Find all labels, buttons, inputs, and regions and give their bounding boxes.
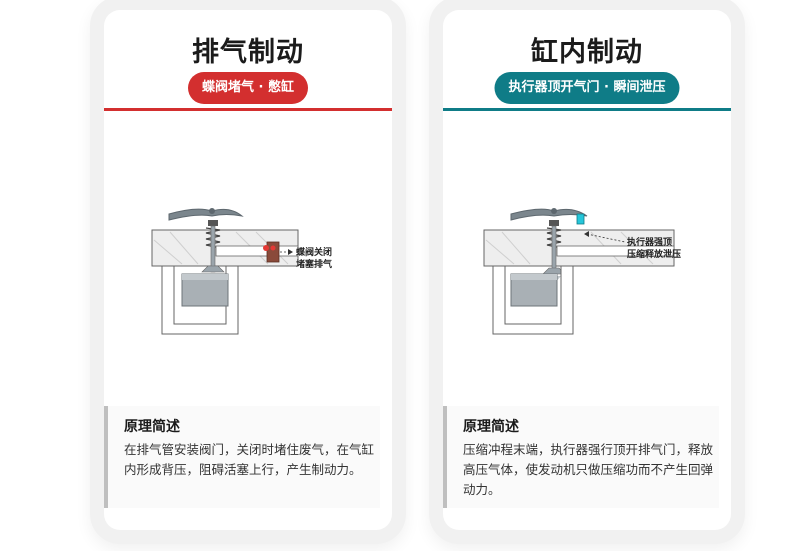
exhaust-brake-diagram: 蝶阀关闭 堵塞排气: [151, 208, 332, 335]
callout-line-2: 堵塞排气: [296, 258, 332, 270]
cylinder-block: [161, 265, 239, 335]
card-title: 排气制动: [192, 37, 304, 68]
butterfly-valve: [263, 241, 280, 263]
principle-note: 原理简述 压缩冲程末端，执行器强行顶开排气门，释放高压气体，使发动机只做压缩功而…: [443, 406, 719, 508]
divider: [104, 108, 392, 111]
exhaust-valve: [201, 225, 225, 273]
in-cylinder-brake-diagram: 执行器强顶 压缩释放泄压: [483, 208, 681, 335]
rocker-arm: [510, 208, 588, 221]
cylinder-block: [492, 265, 574, 335]
in-cylinder-brake-card: 缸内制动 执行器顶开气门 · 瞬间泄压: [443, 10, 731, 530]
callout-line-1: 执行器强顶: [627, 236, 672, 248]
actuator-label-callout: 执行器强顶 压缩释放泄压: [584, 231, 681, 260]
note-title: 原理简述: [124, 419, 180, 435]
callout-line-1: 蝶阀关闭: [296, 246, 332, 258]
callout-line-2: 压缩释放泄压: [627, 248, 681, 260]
tag-pill: 执行器顶开气门 · 瞬间泄压: [494, 72, 680, 104]
note-body: 压缩冲程末端，执行器强行顶开排气门，释放高压气体，使发动机只做压缩功而不产生回弹…: [463, 442, 714, 497]
note-title: 原理简述: [463, 419, 519, 435]
principle-note: 原理简述 在排气管安装阀门，关闭时堵住废气，在气缸内形成背压，阻碍活塞上行，产生…: [104, 406, 380, 508]
exhaust-port: [215, 245, 299, 257]
note-body: 在排气管安装阀门，关闭时堵住废气，在气缸内形成背压，阻碍活塞上行，产生制动力。: [124, 442, 375, 477]
divider: [443, 108, 731, 111]
actuator: [576, 213, 585, 225]
card-title: 缸内制动: [531, 37, 643, 68]
tag-pill: 蝶阀堵气 · 憋缸: [188, 72, 308, 104]
rocker-arm: [168, 208, 244, 221]
exhaust-label-callout: 蝶阀关闭 堵塞排气: [280, 246, 332, 270]
exhaust-brake-card: 排气制动 蝶阀堵气 · 憋缸: [104, 10, 392, 530]
exhaust-port: [556, 245, 675, 257]
